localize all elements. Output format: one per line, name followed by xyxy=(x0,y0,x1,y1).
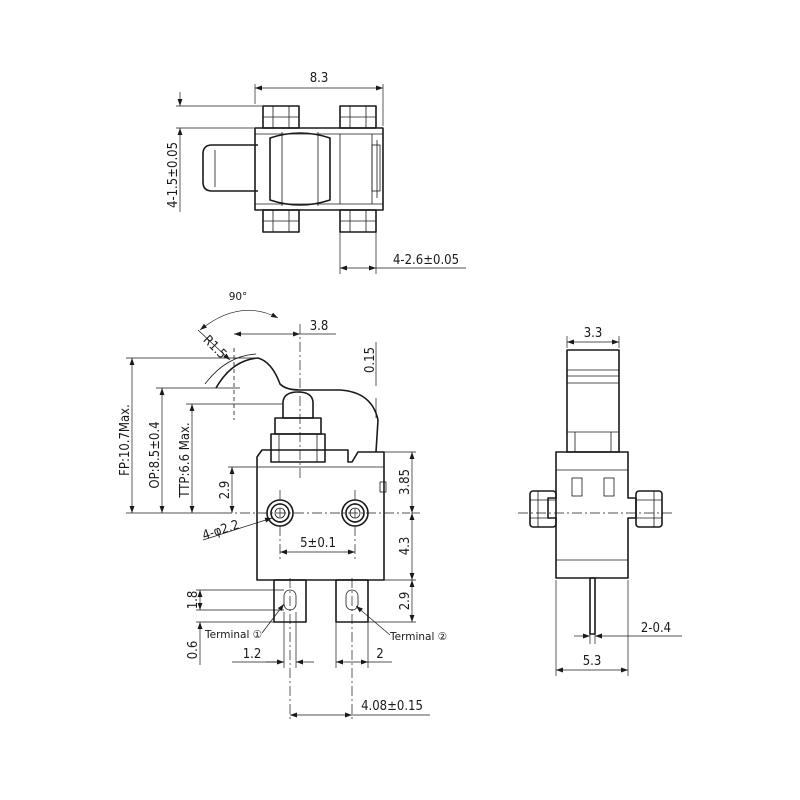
terminal-thk-dim: 2-0.4 xyxy=(641,621,671,636)
depth-dim: 5.3 xyxy=(583,654,602,669)
offset-dim: 3.8 xyxy=(310,319,329,334)
terminal-pitch-dim: 4.08±0.15 xyxy=(361,699,423,714)
angle-dim: 90° xyxy=(229,291,248,303)
fp-dim: FP:10.7Max. xyxy=(118,404,133,476)
terminal-1-label: Terminal ① xyxy=(204,629,262,641)
hole-pitch-dim: 5±0.1 xyxy=(300,536,336,551)
slot-width-dim: 1.2 xyxy=(243,647,262,662)
front-view: 90° R1.5 3.8 0.15 FP:10.7Max. OP:8.5±0.4… xyxy=(118,291,447,720)
top-width-dim: 8.3 xyxy=(310,71,329,86)
gap-dim: 0.15 xyxy=(363,347,378,373)
hole-dia-dim: 4-φ2.2 xyxy=(201,518,242,544)
top-pitch-dim: 4-1.5±0.05 xyxy=(166,142,181,208)
slot-height-dim: 1.8 xyxy=(186,591,201,610)
front-lever xyxy=(215,357,379,453)
side-body xyxy=(547,451,637,579)
top-body xyxy=(254,127,384,211)
ttp-dim: TTP:6.6 Max. xyxy=(178,422,193,498)
terminal-width-dim: 2 xyxy=(376,647,383,662)
top-lever xyxy=(202,144,258,192)
side-bosses xyxy=(529,490,663,528)
top-terminals xyxy=(262,105,377,233)
terminal-2-label: Terminal ② xyxy=(389,631,447,643)
top-plunger xyxy=(269,132,331,206)
side-terminal xyxy=(589,577,596,635)
lower-height-dim: 4.3 xyxy=(398,537,413,556)
front-plunger xyxy=(282,391,314,419)
slot-offset-dim: 0.6 xyxy=(186,641,201,660)
plunger-width-dim: 3.3 xyxy=(584,326,603,341)
side-plunger xyxy=(566,349,620,453)
top-view: 8.3 4-1.5±0.05 4-2.6±0.05 xyxy=(166,71,466,274)
front-terminals xyxy=(273,579,369,623)
hole-height-dim: 2.9 xyxy=(218,481,233,500)
front-body xyxy=(256,449,385,581)
op-dim: OP:8.5±0.4 xyxy=(148,421,163,488)
top-terminal-dim: 4-2.6±0.05 xyxy=(393,253,459,268)
side-view: 3.3 2-0.4 5.3 xyxy=(518,326,682,676)
terminal-len-dim: 2.9 xyxy=(398,592,413,611)
upper-height-dim: 3.85 xyxy=(398,469,413,495)
